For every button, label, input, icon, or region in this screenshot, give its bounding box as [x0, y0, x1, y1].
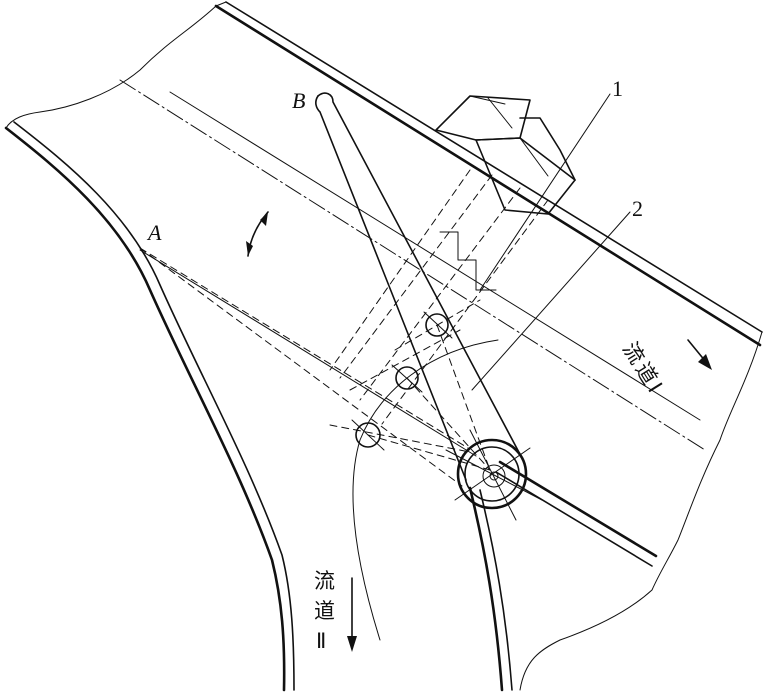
- channel-1-flow-arrow: [687, 339, 712, 370]
- leader-line-1: [479, 93, 611, 291]
- linkage-positions: [329, 299, 491, 471]
- label-point-b: B: [292, 88, 305, 113]
- channel-2-label: 流 道 Ⅱ: [314, 569, 335, 653]
- channel-2-flow-arrow: [347, 577, 357, 652]
- broken-edge-right: [519, 331, 763, 691]
- leader-line-2: [471, 211, 631, 391]
- flap-position-b: [315, 92, 523, 481]
- channel-1-label: 流 道 Ⅰ: [618, 338, 667, 397]
- channel-2-char-3: Ⅱ: [316, 629, 326, 653]
- channel-1-centerline: [119, 79, 706, 451]
- label-part-2: 2: [632, 196, 643, 221]
- label-point-a: A: [146, 220, 162, 245]
- actuator: [329, 95, 576, 425]
- flap-position-a: [139, 247, 477, 487]
- channel-2-char-2: 道: [314, 599, 335, 623]
- upper-channel-bottom-wall: [495, 460, 658, 567]
- label-part-1: 1: [612, 76, 623, 101]
- broken-edge-left: [5, 5, 217, 129]
- rotation-arrow: [246, 211, 269, 257]
- upper-channel-top-wall: [214, 1, 763, 347]
- channel-1-axis-line: [169, 91, 701, 421]
- pivot-shaft: [445, 429, 543, 521]
- swing-arc: [352, 339, 499, 641]
- lower-channel-right-wall: [468, 486, 513, 692]
- channel-2-char-1: 流: [314, 569, 335, 593]
- lower-channel-left-wall: [4, 121, 295, 692]
